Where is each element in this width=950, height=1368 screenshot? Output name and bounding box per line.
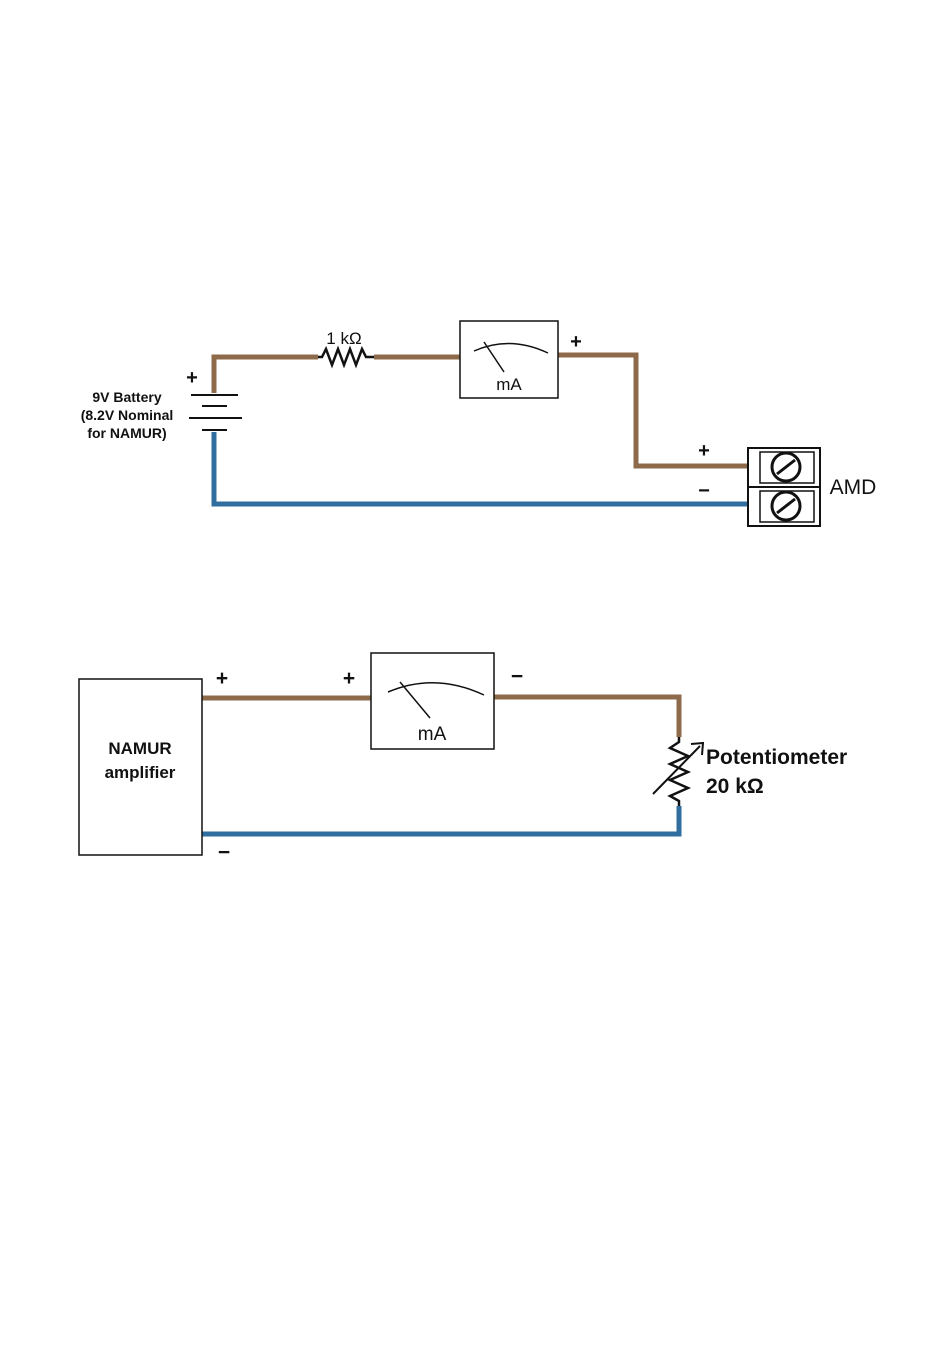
meter-minus-sign: − [511, 665, 523, 688]
resistor-1k [318, 349, 374, 365]
potentiometer-symbol [653, 737, 703, 806]
positive-wire-battery-resistor [214, 357, 318, 393]
diagram-1: 1 kΩ + 9V Battery (8.2V Nominal for NAMU… [81, 321, 877, 526]
potentiometer-label-line1: Potentiometer [706, 746, 847, 769]
amp-minus-sign: − [218, 841, 230, 864]
amd-label: AMD [830, 476, 877, 499]
positive-wire-meter-amd [558, 355, 750, 466]
battery-symbol [189, 395, 242, 430]
amd-minus-sign: − [698, 480, 710, 502]
meter-label: mA [418, 724, 447, 745]
diagram-2: NAMUR amplifier + − mA + − Potentiometer… [79, 653, 847, 864]
meter-plus-sign: + [570, 331, 582, 353]
battery-label-line2: (8.2V Nominal [81, 407, 174, 423]
amd-plus-sign: + [698, 440, 710, 462]
amplifier-label-line1: NAMUR [108, 739, 171, 758]
battery-label-line3: for NAMUR) [87, 425, 166, 441]
battery-label-line1: 9V Battery [92, 389, 161, 405]
amp-plus-sign: + [216, 667, 228, 690]
meter-label: mA [496, 375, 522, 394]
resistor-label: 1 kΩ [326, 329, 361, 348]
meter-plus-sign: + [343, 667, 355, 690]
potentiometer-label-line2: 20 kΩ [706, 775, 764, 798]
amd-terminal-block [748, 448, 820, 526]
positive-wire-meter-pot [494, 697, 679, 737]
battery-plus-sign: + [186, 367, 198, 389]
negative-wire-pot-amp [202, 806, 679, 834]
amplifier-label-line2: amplifier [105, 763, 176, 782]
